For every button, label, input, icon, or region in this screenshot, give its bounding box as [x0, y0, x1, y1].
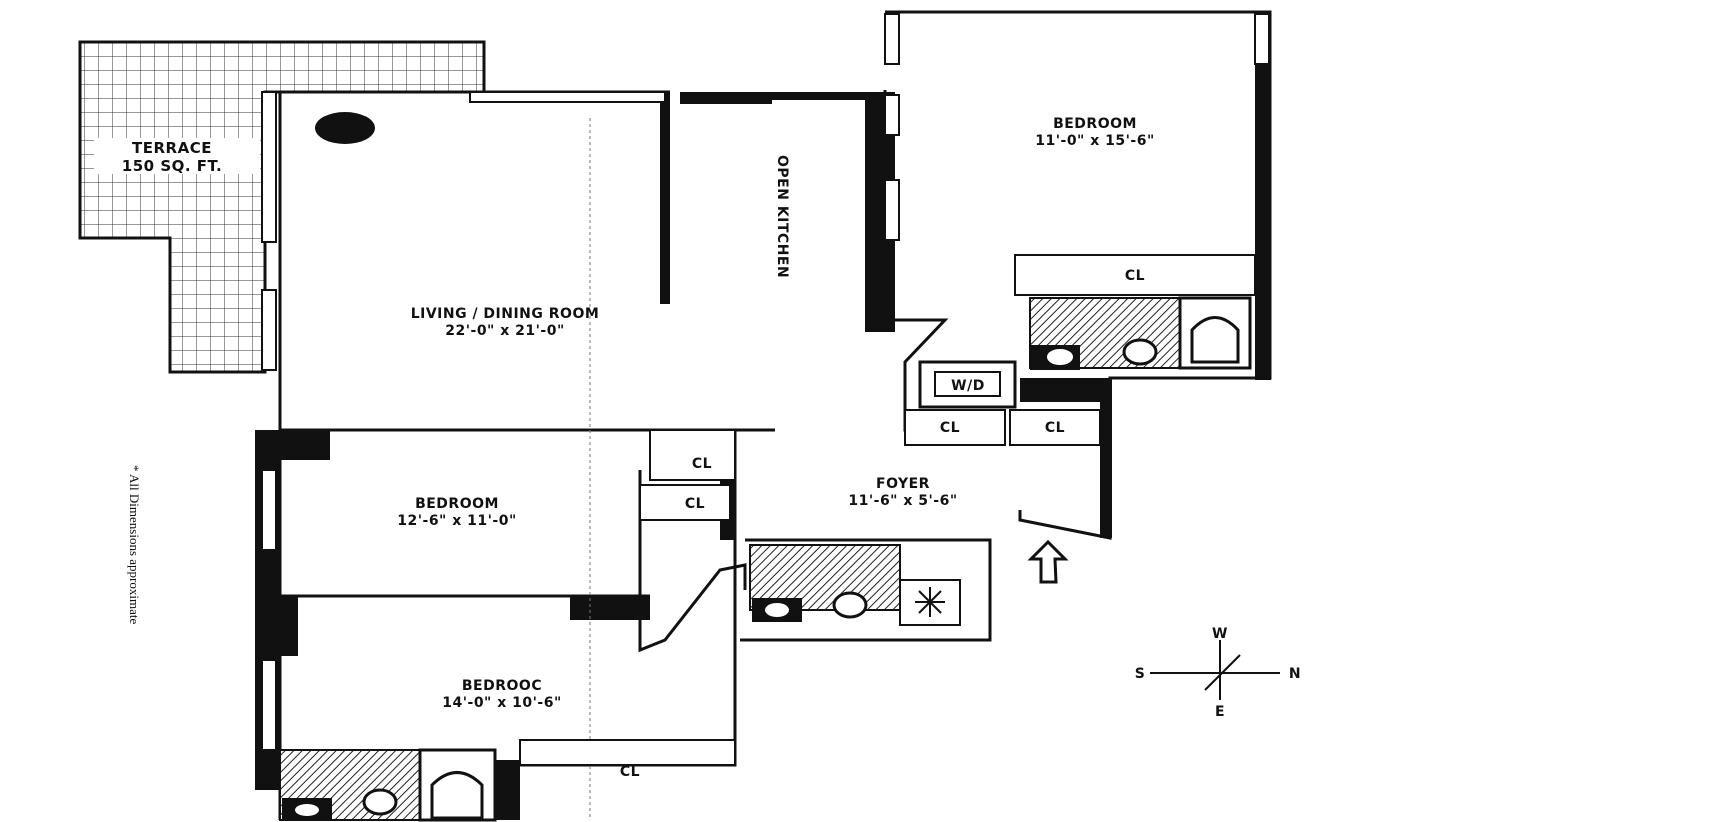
thick-walls — [255, 12, 1271, 820]
closet-label: CL — [692, 456, 712, 472]
fan-icon — [915, 587, 945, 617]
dimensions-note: * All Dimensions approximate — [127, 465, 142, 624]
closet-label: CL — [685, 496, 705, 512]
entry-arrow-icon[interactable] — [1027, 539, 1069, 584]
kitchen-label: OPEN KITCHEN — [774, 155, 790, 278]
compass-icon — [1150, 640, 1280, 700]
terrace-label: TERRACE — [132, 139, 212, 157]
bedroom-mid-dims: 12'-6" x 11'-0" — [397, 513, 517, 529]
closets — [519, 254, 1256, 766]
terrace-area: 150 SQ. FT. — [122, 157, 222, 175]
washer-dryer — [918, 360, 1017, 409]
bedroom-ne-dims: 11'-0" x 15'-6" — [1035, 133, 1155, 149]
terrace — [78, 40, 486, 374]
living-room-label: LIVING / DINING ROOM — [411, 306, 600, 322]
compass-w: W — [1212, 626, 1228, 642]
round-table — [315, 112, 375, 144]
foyer-label: FOYER — [876, 476, 930, 492]
sink-icon — [1047, 349, 1073, 365]
bathroom-sw — [279, 748, 497, 822]
closet-label: CL — [620, 764, 640, 780]
bedroom-sw-label: BEDROOC — [462, 678, 542, 694]
compass-n: N — [1289, 666, 1301, 682]
bedroom-sw-dims: 14'-0" x 10'-6" — [442, 695, 562, 711]
closet-label: CL — [940, 420, 960, 436]
compass-s: S — [1135, 666, 1146, 682]
washer-dryer-label: W/D — [951, 378, 985, 394]
bathtub-icon — [1190, 316, 1240, 364]
windows — [261, 13, 1270, 751]
bedroom-mid-label: BEDROOM — [415, 496, 499, 512]
closet-label: CL — [1045, 420, 1065, 436]
bathroom-ne — [1029, 296, 1252, 370]
bathroom-mid — [749, 544, 961, 626]
compass-e: E — [1215, 704, 1225, 720]
closet-label: CL — [1125, 268, 1145, 284]
living-room-dims: 22'-0" x 21'-0" — [445, 323, 565, 339]
foyer-dims: 11'-6" x 5'-6" — [848, 493, 957, 509]
toilet-icon — [1122, 338, 1158, 366]
bedroom-ne-label: BEDROOM — [1053, 116, 1137, 132]
